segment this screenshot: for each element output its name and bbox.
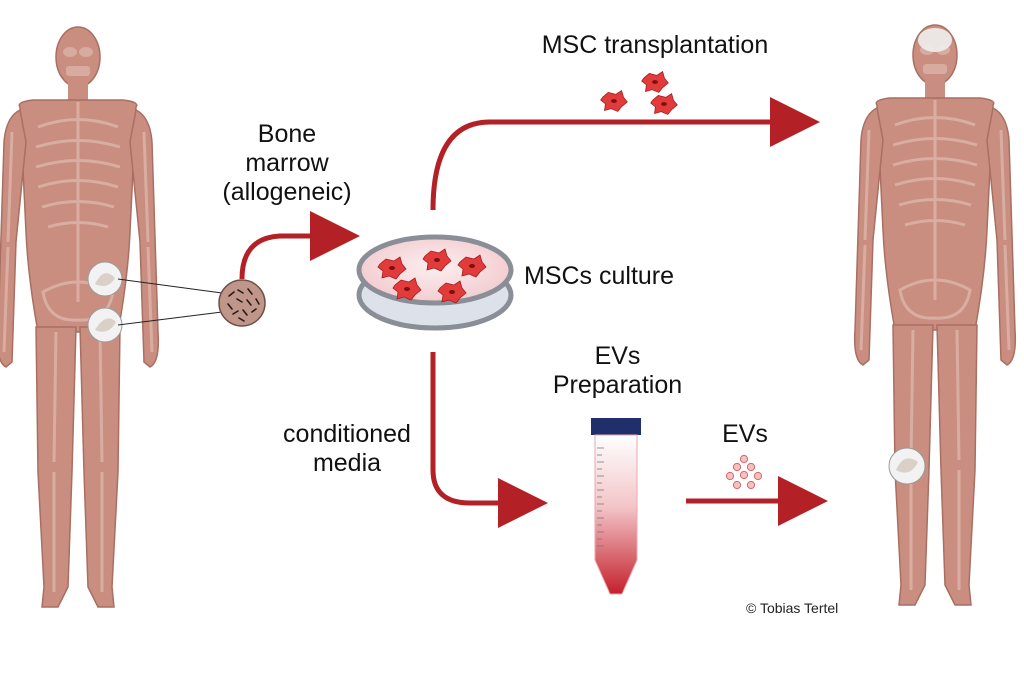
conditioned-media-label: conditioned media [283,420,411,477]
evs-label: EVs [722,420,768,448]
conditioned-media-arrow [430,352,548,528]
knee-joint-icon [888,447,926,485]
evs-preparation-label: EVs Preparation [552,342,683,399]
right-human-body-icon [853,23,1017,607]
hip-bone-sample-icon [87,261,223,343]
bone-marrow-sample-icon [218,279,266,327]
marrow-to-culture-arrow [239,211,360,280]
copyright-text: © Tobias Tertel [746,600,839,616]
petri-dish-icon [356,234,514,331]
bone-marrow-label: Bone marrow (allogeneic) [222,120,352,206]
extracellular-vesicles-icon [725,454,763,490]
transplanted-cells-icon [600,71,678,115]
mscs-culture-label: MSCs culture [524,262,675,290]
msc-transplantation-label: MSC transplantation [541,31,769,59]
transplantation-arrow [430,97,820,211]
centrifuge-tube-icon [591,418,641,595]
left-human-body-icon [0,25,160,609]
